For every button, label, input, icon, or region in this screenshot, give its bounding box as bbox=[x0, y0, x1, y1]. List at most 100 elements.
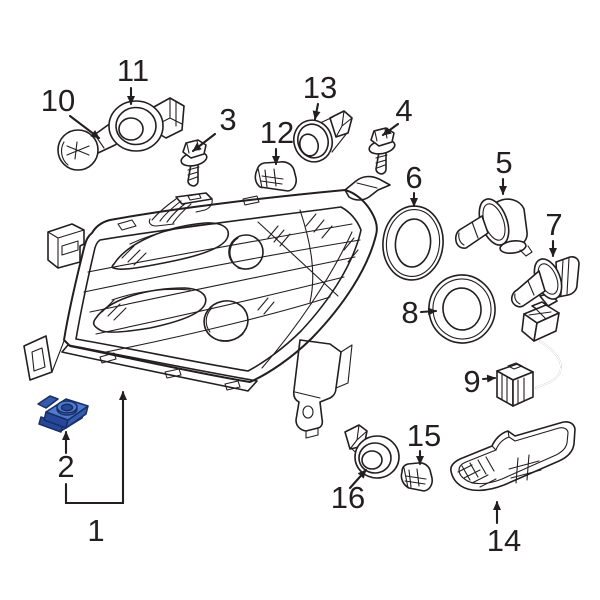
bulb-12-filament bbox=[257, 167, 284, 189]
bracket-detail bbox=[294, 344, 353, 439]
callout-7[interactable]: 7 bbox=[545, 207, 562, 242]
callout-6[interactable]: 6 bbox=[405, 160, 422, 195]
harness-9-lower-connector-detail bbox=[501, 362, 525, 405]
callout-14[interactable]: 14 bbox=[487, 523, 521, 558]
left-upper-tab-detail bbox=[47, 229, 85, 269]
headlamp-assembly-drawing[interactable] bbox=[23, 175, 391, 439]
gasket-8-drawing[interactable] bbox=[425, 271, 500, 348]
callout-labels: 1 2 3 4 5 6 7 8 9 10 11 12 13 14 15 16 bbox=[41, 53, 563, 558]
callout-10[interactable]: 10 bbox=[41, 83, 75, 118]
socket-11-grommet-mid bbox=[115, 106, 157, 146]
callout-13[interactable]: 13 bbox=[303, 70, 337, 105]
callout-2[interactable]: 2 bbox=[57, 449, 74, 484]
marker-lamp-14-drawing[interactable] bbox=[450, 421, 576, 492]
lower-trim-band bbox=[61, 344, 258, 392]
lower-reflector-bowl bbox=[92, 287, 207, 333]
clip-collar-hole bbox=[60, 403, 74, 412]
top-bracket-ribs bbox=[148, 198, 213, 227]
callout-16-leader bbox=[348, 468, 368, 490]
bulb-7-glass-detail bbox=[514, 280, 535, 305]
callout-5[interactable]: 5 bbox=[495, 145, 512, 180]
screw-4-threads bbox=[375, 154, 388, 169]
bracket-hole bbox=[302, 405, 314, 419]
upper-bowl-line bbox=[129, 223, 216, 245]
gasket-6-inner bbox=[394, 218, 432, 268]
leader-lines bbox=[62, 86, 557, 525]
upper-fin-line bbox=[356, 182, 378, 189]
socket-11-grommet-inner bbox=[118, 117, 144, 141]
screw-3-threads bbox=[187, 166, 200, 181]
marker-lamp-outline bbox=[450, 421, 576, 492]
callout-9-leader bbox=[481, 374, 497, 383]
harness-9-upper-connector-right bbox=[533, 312, 560, 342]
socket-13-drawing[interactable] bbox=[288, 110, 353, 167]
clip-tongue bbox=[37, 395, 59, 409]
marker-lamp-inner-line bbox=[458, 427, 569, 485]
callout-3-leader bbox=[191, 132, 217, 153]
bulb-10-drawing[interactable] bbox=[57, 122, 123, 171]
upper-fin-bracket bbox=[344, 175, 391, 201]
bulb-5-glass bbox=[454, 215, 489, 249]
lens-inner-outline bbox=[75, 206, 362, 372]
bulb-5-drawing[interactable] bbox=[454, 195, 533, 257]
harness-9-drawing[interactable] bbox=[496, 301, 562, 407]
socket-11-drawing[interactable] bbox=[108, 97, 185, 152]
bulb-12-drawing[interactable] bbox=[254, 161, 297, 192]
top-edge-tabs bbox=[117, 195, 260, 231]
housing-outline bbox=[63, 189, 378, 383]
bulb-5-foot-tab bbox=[519, 245, 533, 257]
gasket-8-inner bbox=[442, 287, 482, 331]
callout-1[interactable]: 1 bbox=[87, 513, 104, 548]
upper-projector-detail bbox=[229, 237, 259, 270]
gasket-6-drawing[interactable] bbox=[379, 203, 446, 283]
marker-lamp-hash bbox=[508, 454, 542, 484]
harness-9-wire-core bbox=[535, 340, 562, 389]
callout-16[interactable]: 16 bbox=[331, 480, 365, 515]
callout-10-leader bbox=[68, 114, 101, 140]
bulb-7-glass bbox=[510, 270, 546, 308]
upper-reflector-bowl bbox=[111, 222, 230, 270]
socket-16-mid bbox=[358, 442, 392, 474]
callout-12[interactable]: 12 bbox=[260, 115, 294, 150]
callout-13-leader bbox=[312, 102, 321, 121]
lower-right-bracket bbox=[292, 339, 342, 432]
callout-4-leader bbox=[381, 122, 400, 137]
callout-4[interactable]: 4 bbox=[395, 93, 412, 128]
bulb-10-filament bbox=[60, 141, 90, 166]
socket-13-connector-detail bbox=[335, 110, 353, 138]
socket-13-connector bbox=[329, 110, 353, 138]
left-upper-tab bbox=[47, 223, 85, 269]
hatch-marks bbox=[101, 213, 359, 321]
lens-slat-lines bbox=[83, 223, 361, 353]
callout-9[interactable]: 9 bbox=[463, 364, 480, 399]
top-bracket-hole bbox=[187, 193, 202, 201]
lower-bowl-line bbox=[111, 288, 191, 301]
bulb-15-filament bbox=[403, 467, 427, 489]
harness-9-upper-connector-detail bbox=[528, 307, 552, 320]
callout-3[interactable]: 3 bbox=[219, 102, 236, 137]
bulb-5-foot bbox=[499, 239, 527, 255]
socket-16-inner bbox=[361, 450, 383, 470]
bulb-15-drawing[interactable] bbox=[400, 462, 433, 492]
screw-3-drawing[interactable] bbox=[180, 139, 208, 187]
lower-projector-detail bbox=[205, 307, 244, 342]
left-lower-tab-detail bbox=[31, 340, 65, 373]
socket-16-drawing[interactable] bbox=[344, 424, 400, 479]
bulb-7-drawing[interactable] bbox=[510, 255, 580, 308]
callout-15[interactable]: 15 bbox=[407, 418, 441, 453]
socket-13-rim-mid bbox=[296, 123, 330, 159]
callout-11[interactable]: 11 bbox=[117, 53, 149, 88]
marker-lamp-grid bbox=[457, 456, 497, 488]
marker-lamp-notch bbox=[491, 430, 510, 451]
callout-8[interactable]: 8 bbox=[401, 295, 418, 330]
callout-8-leader bbox=[419, 307, 438, 316]
retainer-clip-2-drawing[interactable] bbox=[37, 395, 89, 433]
left-lower-tab bbox=[23, 335, 53, 381]
socket-16-connector-detail bbox=[349, 424, 375, 459]
lower-band-tabs bbox=[99, 352, 241, 391]
callout-1-leader bbox=[64, 390, 127, 505]
socket-13-opening bbox=[298, 133, 320, 157]
bulb-12-body bbox=[254, 161, 297, 192]
